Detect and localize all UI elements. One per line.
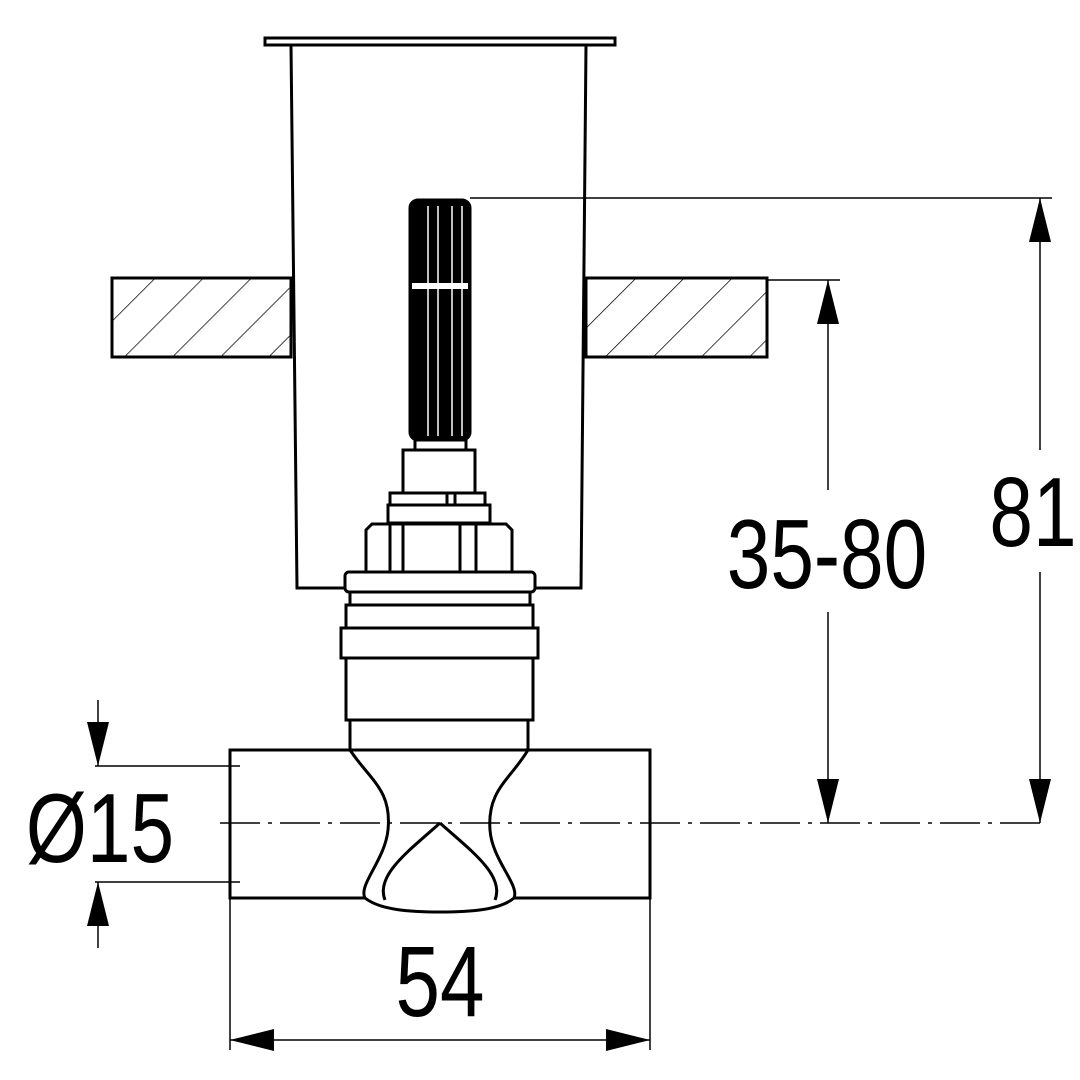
- pipe-body: [228, 748, 652, 914]
- dimension-diameter: [87, 700, 240, 948]
- width-label: 54: [396, 927, 485, 1039]
- diameter-label: Ø15: [26, 774, 174, 883]
- wall-section-right: [584, 276, 769, 359]
- valve-head: [339, 448, 540, 752]
- depth-label: 35-80: [727, 500, 928, 609]
- dimension-height: [470, 197, 1052, 823]
- wall-section-left: [110, 276, 293, 359]
- height-label: 81: [989, 458, 1076, 567]
- dimension-width: [229, 898, 651, 1051]
- dimension-depth: [767, 279, 840, 823]
- spindle: [408, 198, 472, 452]
